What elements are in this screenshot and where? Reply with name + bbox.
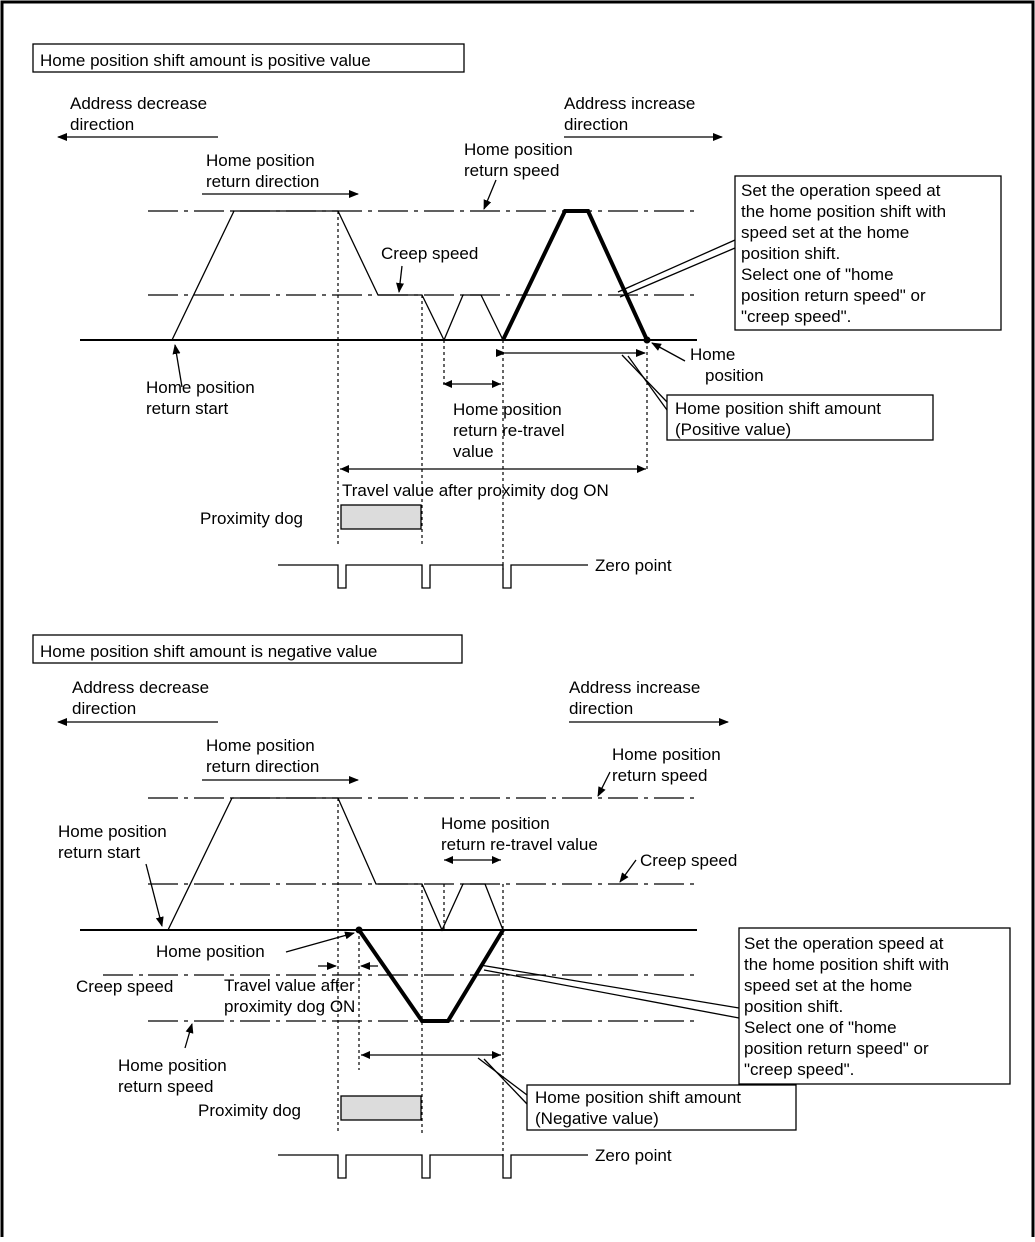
address-decrease-label-2: direction	[70, 115, 134, 134]
return-speed-label-2: return speed	[464, 161, 559, 180]
travel-after-dog-label: Travel value after proximity dog ON	[342, 481, 609, 500]
note-leader-b	[619, 247, 736, 298]
return-speed-lower-label: Home position	[118, 1056, 227, 1075]
return-start-leader	[145, 863, 164, 927]
return-speed-lower-label-2: return speed	[118, 1077, 213, 1096]
note-leader-a	[479, 964, 740, 1009]
shift-speed-profile	[501, 209, 649, 341]
zero-point-signal	[278, 564, 588, 589]
shift-amount-box	[666, 394, 934, 441]
return-speed-leader	[597, 771, 611, 797]
shift-arrow-left-head	[361, 1051, 370, 1059]
retravel-label: Home position	[441, 814, 550, 833]
home-position-label: Home position	[156, 942, 265, 961]
note-leader-b	[483, 969, 740, 1019]
return-direction-label-2: return direction	[206, 757, 319, 776]
zero-point-signal	[278, 1154, 588, 1179]
address-decrease-label: Address decrease	[72, 678, 209, 697]
note-line-6: position return speed" or	[741, 286, 926, 305]
positive-note-box	[734, 175, 1002, 331]
creep-speed-right-label: Creep speed	[640, 851, 737, 870]
retravel-arrow-right-head	[492, 856, 501, 864]
positive-title-box	[32, 43, 465, 73]
note-line-6: position return speed" or	[744, 1039, 929, 1058]
note-line-7: "creep speed".	[741, 307, 851, 326]
note-leader-a	[617, 239, 736, 293]
return-speed-leader	[483, 179, 497, 210]
home-position-label-2: position	[705, 366, 764, 385]
zero-point-label: Zero point	[595, 556, 672, 575]
return-speed-label: Home position	[612, 745, 721, 764]
note-line-5: Select one of "home	[741, 265, 894, 284]
creep-speed-leader	[396, 265, 405, 293]
return-start-leader	[172, 344, 183, 388]
retravel-label: Home position	[453, 400, 562, 419]
retravel-arrow-left-head	[444, 856, 453, 864]
shift-amount-label-2: (Positive value)	[675, 420, 791, 439]
positive-title: Home position shift amount is positive v…	[40, 51, 371, 70]
return-direction-label-2: return direction	[206, 172, 319, 191]
home-position-label: Home	[690, 345, 735, 364]
retravel-label-2: return re-travel	[453, 421, 564, 440]
address-decrease-label: Address decrease	[70, 94, 207, 113]
note-line-2: the home position shift with	[744, 955, 949, 974]
return-start-label-2: return start	[146, 399, 228, 418]
address-increase-label: Address increase	[569, 678, 700, 697]
retravel-label-3: value	[453, 442, 494, 461]
address-increase-label-2: direction	[564, 115, 628, 134]
negative-note-box	[738, 927, 1011, 1085]
note-line-7: "creep speed".	[744, 1060, 854, 1079]
return-speed-label: Home position	[464, 140, 573, 159]
proximity-dog-label: Proximity dog	[198, 1101, 301, 1120]
return-direction-label: Home position	[206, 151, 315, 170]
address-increase-label-2: direction	[569, 699, 633, 718]
home-position-leader	[285, 931, 355, 953]
return-start-label: Home position	[146, 378, 255, 397]
zero-point-label: Zero point	[595, 1146, 672, 1165]
shift-arrow-right-head	[492, 1051, 501, 1059]
note-line-3: speed set at the home	[744, 976, 912, 995]
proximity-dog-bar	[340, 1095, 422, 1121]
return-speed-lower-leader	[184, 1023, 194, 1049]
negative-shift-section: Home position shift amount is negative v…	[32, 634, 1011, 1179]
proximity-dog-bar	[340, 504, 422, 530]
creep-speed-label: Creep speed	[381, 244, 478, 263]
shift-amount-label: Home position shift amount	[535, 1088, 741, 1107]
creep-speed-right-leader	[619, 859, 637, 883]
negative-title-box	[32, 634, 463, 664]
note-line-2: the home position shift with	[741, 202, 946, 221]
return-direction-label: Home position	[206, 736, 315, 755]
note-line-1: Set the operation speed at	[744, 934, 944, 953]
shift-amount-label-2: (Negative value)	[535, 1109, 659, 1128]
return-speed-label-2: return speed	[612, 766, 707, 785]
return-start-label: Home position	[58, 822, 167, 841]
home-position-leader	[651, 342, 686, 362]
travel-after-dog-label-2: proximity dog ON	[224, 997, 355, 1016]
travel-after-dog-label: Travel value after	[224, 976, 355, 995]
note-line-1: Set the operation speed at	[741, 181, 941, 200]
proximity-dog-label: Proximity dog	[200, 509, 303, 528]
note-line-4: position shift.	[744, 997, 843, 1016]
note-line-3: speed set at the home	[741, 223, 909, 242]
note-line-5: Select one of "home	[744, 1018, 897, 1037]
creep-speed-left-label: Creep speed	[76, 977, 173, 996]
address-increase-label: Address increase	[564, 94, 695, 113]
travel-arrow-left-head	[340, 465, 349, 473]
retravel-label-2: return re-travel value	[441, 835, 598, 854]
retravel-arrow-left-head	[443, 380, 452, 388]
shift-amount-label: Home position shift amount	[675, 399, 881, 418]
shift-speed-profile	[357, 928, 505, 1023]
shift-amount-box	[526, 1084, 797, 1131]
address-decrease-label-2: direction	[72, 699, 136, 718]
positive-shift-section: Home position shift amount is positive v…	[32, 43, 1002, 589]
negative-title: Home position shift amount is negative v…	[40, 642, 377, 661]
retravel-arrow-right-head	[492, 380, 501, 388]
travel-arrow-right-head	[637, 465, 646, 473]
shift-leader-b	[483, 1058, 528, 1105]
return-start-label-2: return start	[58, 843, 140, 862]
note-line-4: position shift.	[741, 244, 840, 263]
